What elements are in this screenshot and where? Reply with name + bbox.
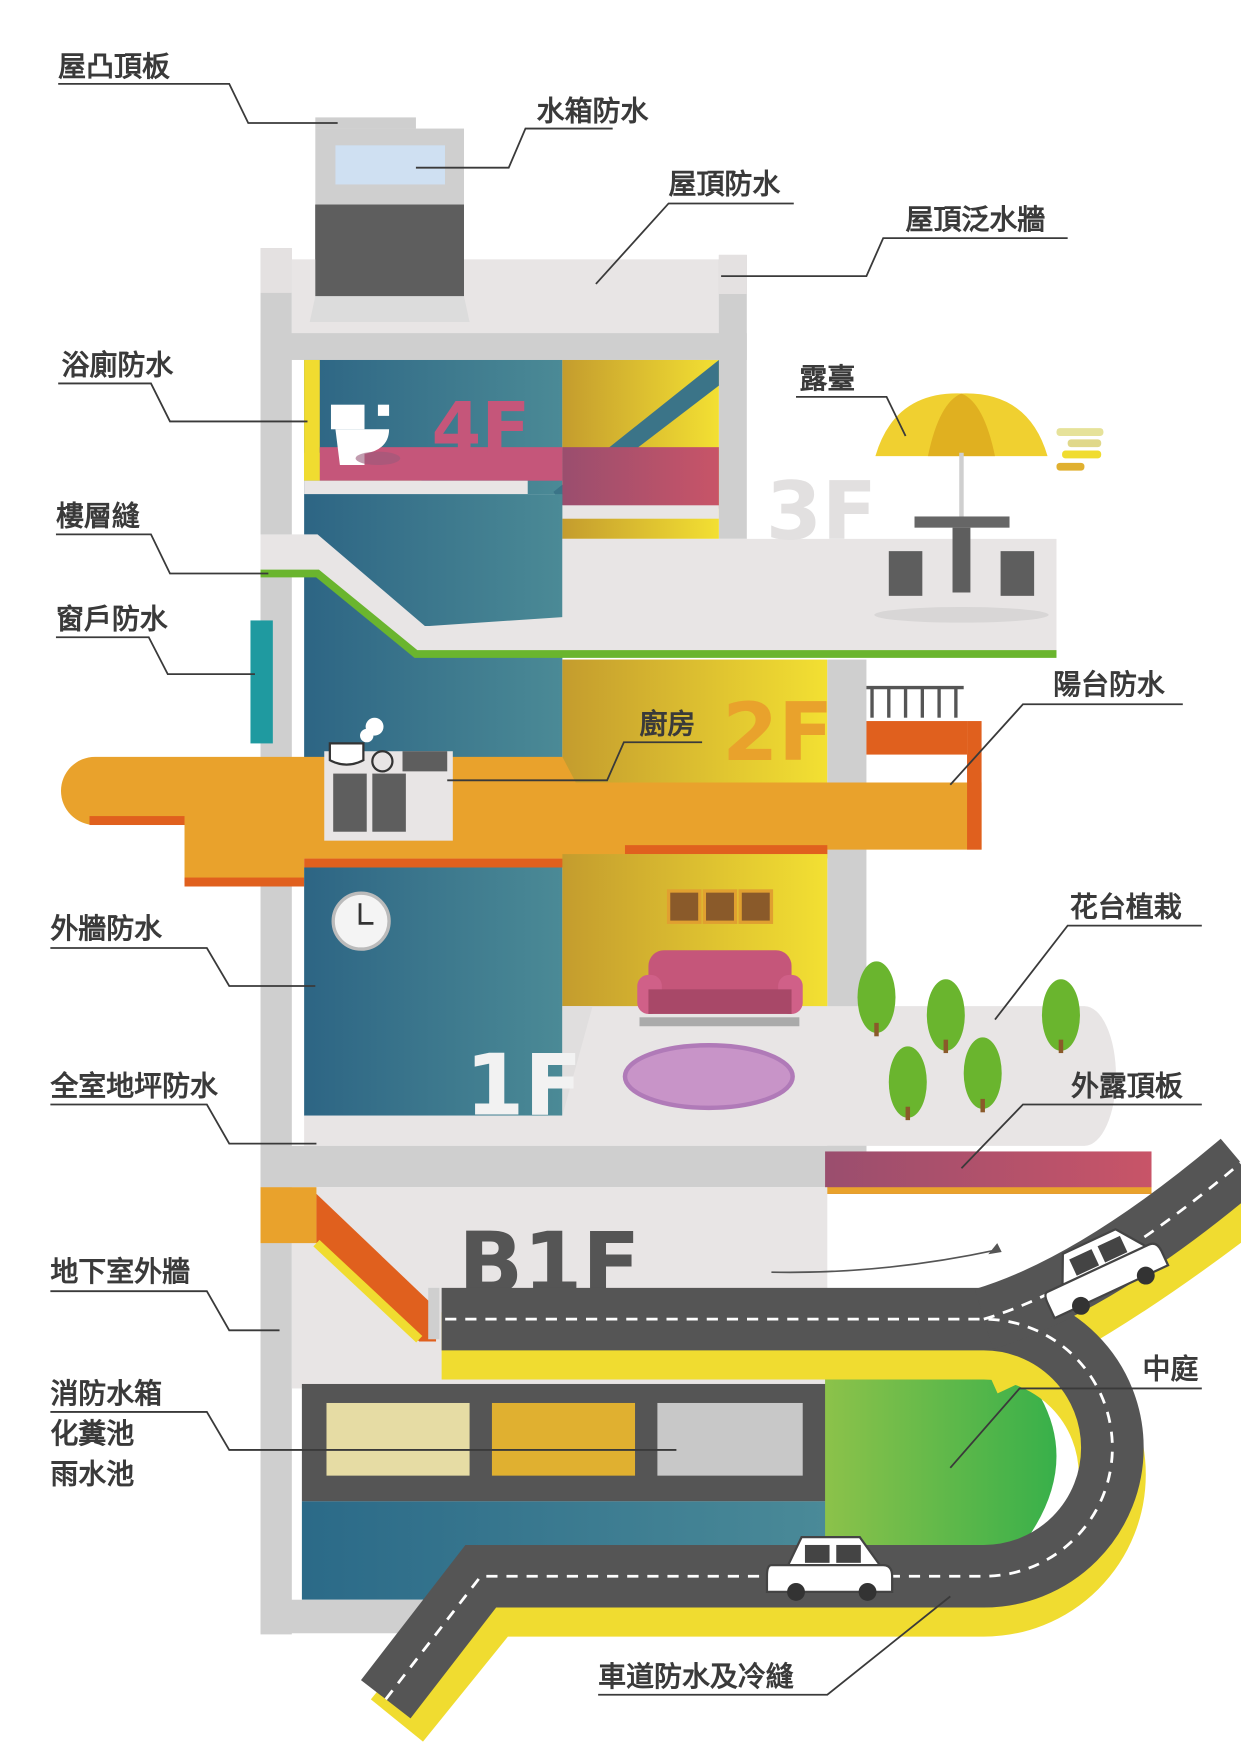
label: 中庭 xyxy=(1143,1352,1199,1385)
callout-exterior-wall: 外牆防水 xyxy=(50,912,316,987)
toilet-icon xyxy=(330,404,401,466)
callout-planter: 花台植栽 xyxy=(994,891,1202,1021)
label-fire-water-tank: 消防水箱 xyxy=(50,1377,162,1410)
callout-roof: 屋頂防水 xyxy=(595,167,794,285)
umbrella-icon xyxy=(875,393,1104,520)
railing xyxy=(866,685,964,718)
label: 窗戶防水 xyxy=(56,602,169,635)
callout-bathroom: 浴廁防水 xyxy=(58,348,308,423)
label: 水箱防水 xyxy=(537,95,650,128)
rug xyxy=(622,1043,795,1111)
floor-label-2f: 2F xyxy=(722,685,833,779)
car-icon xyxy=(765,1536,894,1601)
label: 外露頂板 xyxy=(1071,1070,1183,1103)
label: 車道防水及冷縫 xyxy=(598,1660,794,1693)
floor-label-3f: 3F xyxy=(766,464,877,558)
stove-icon xyxy=(324,717,453,841)
label: 浴廁防水 xyxy=(62,348,175,381)
callout-tanks: 消防水箱 化糞池 雨水池 xyxy=(50,1377,677,1490)
label: 花台植栽 xyxy=(1070,891,1182,924)
floor-2f: 2F xyxy=(60,659,982,1152)
label-septic-tank: 化糞池 xyxy=(50,1417,134,1450)
callout-window: 窗戶防水 xyxy=(56,602,255,675)
floor-1f: 1F xyxy=(260,854,1152,1194)
driveway xyxy=(360,1138,1241,1742)
callout-terrace: 露臺 xyxy=(796,362,907,437)
courtyard xyxy=(825,1352,1057,1566)
exposed-slab xyxy=(825,1151,1152,1194)
basement-tanks xyxy=(301,1383,828,1502)
roof xyxy=(260,204,747,1635)
label: 地下室外牆 xyxy=(50,1255,190,1288)
callout-exposed-slab: 外露頂板 xyxy=(960,1070,1202,1169)
callout-floor-joint: 樓層縫 xyxy=(56,499,269,575)
label: 廚房 xyxy=(640,707,696,740)
callout-kitchen: 廚房 xyxy=(447,707,703,782)
picture-frames xyxy=(666,889,774,924)
trees-icon xyxy=(857,961,1080,1121)
floor-label-1f: 1F xyxy=(465,1037,582,1136)
label: 外牆防水 xyxy=(50,912,163,945)
callout-balcony: 陽台防水 xyxy=(949,668,1183,786)
floor-4f: 4F xyxy=(304,359,719,539)
callout-floor-waterproofing: 全室地坪防水 xyxy=(49,1070,317,1145)
label: 屋頂泛水牆 xyxy=(906,203,1046,236)
label-rainwater-tank: 雨水池 xyxy=(50,1457,134,1490)
callout-courtyard: 中庭 xyxy=(949,1352,1202,1469)
callout-roof-protrusion-slab: 屋凸頂板 xyxy=(58,50,338,124)
label: 露臺 xyxy=(799,362,855,395)
car-icon xyxy=(1044,1228,1170,1320)
callout-parapet: 屋頂泛水牆 xyxy=(721,203,1068,278)
table-chairs-icon xyxy=(874,516,1049,623)
callout-driveway: 車道防水及冷縫 xyxy=(598,1595,951,1696)
clock-icon xyxy=(331,891,391,951)
label: 樓層縫 xyxy=(56,499,140,532)
callout-water-tank: 水箱防水 xyxy=(415,95,650,169)
floor-label-4f: 4F xyxy=(432,387,531,470)
label: 屋凸頂板 xyxy=(58,50,170,83)
label: 全室地坪防水 xyxy=(49,1070,219,1103)
label: 屋頂防水 xyxy=(669,167,782,200)
sofa-icon xyxy=(637,950,803,1027)
label: 陽台防水 xyxy=(1053,668,1166,701)
window xyxy=(250,620,273,744)
callout-basement-wall: 地下室外牆 xyxy=(50,1255,280,1332)
